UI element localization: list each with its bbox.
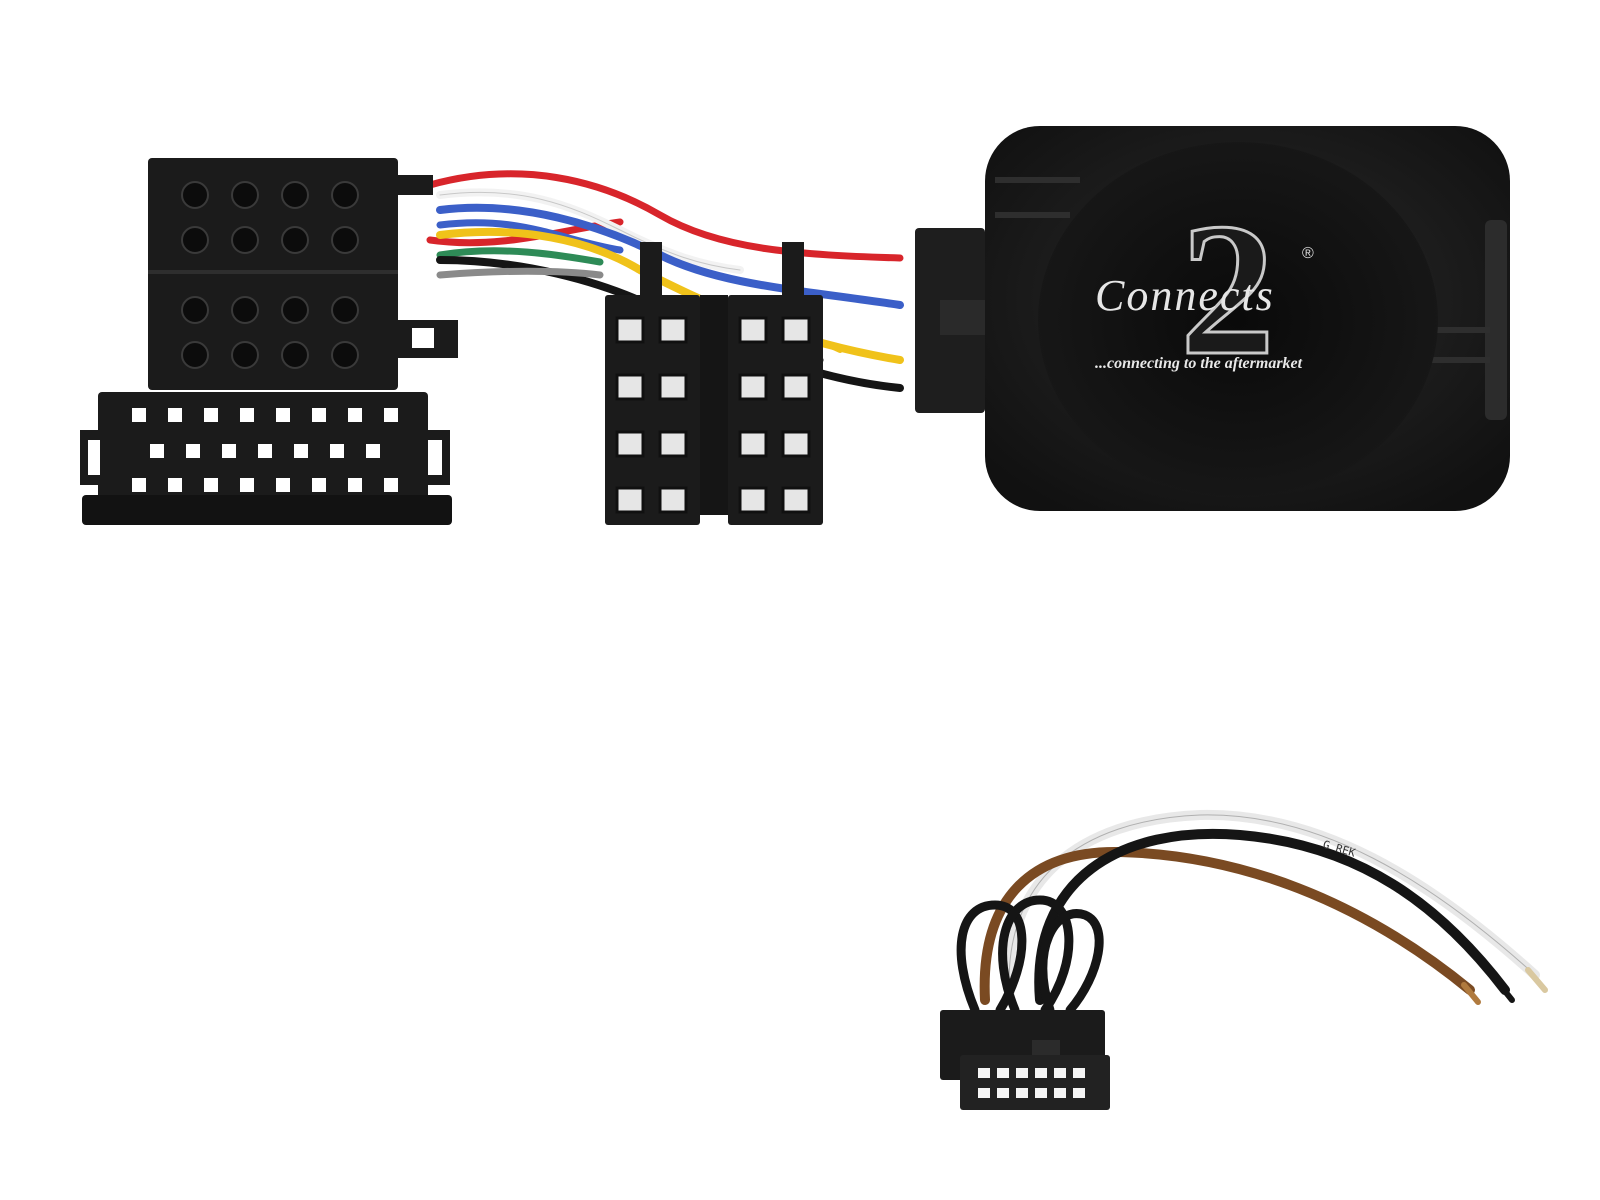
lead-loop-black-1 (956, 900, 1027, 1015)
tip-brown (1461, 982, 1481, 1005)
logo-disc (1038, 142, 1438, 498)
quadlock-pins-lower (181, 296, 359, 369)
registered-mark: ® (1302, 245, 1314, 262)
flat-connector-pins (132, 408, 398, 492)
quadlock-connector (80, 158, 458, 525)
patch-lead (956, 809, 1540, 1015)
brand-numeral: 2 (1179, 185, 1277, 395)
brand-name: Connects (1095, 271, 1275, 320)
wire-tips (1461, 967, 1548, 1005)
interface-box (915, 126, 1510, 511)
wire-grey (436, 267, 604, 279)
iso-pins-right (738, 316, 811, 514)
tip-black (1497, 982, 1515, 1003)
quadlock-pins-upper (181, 181, 359, 254)
lead-wire-black (1034, 828, 1510, 1005)
tip-white (1525, 967, 1548, 993)
lead-loop-black-2 (998, 895, 1074, 1015)
wire-red (426, 170, 904, 262)
wire-white-outline (439, 191, 741, 271)
micro-fit-connector (940, 1010, 1110, 1110)
iso-pins-left (615, 316, 688, 514)
wire-green (436, 247, 604, 266)
brand-tagline: ...connecting to the aftermarket (1095, 355, 1303, 372)
micro-fit-pins (978, 1068, 1085, 1098)
iso-connector-pair (605, 242, 823, 525)
brand-logo: 2 ® Connects ...connecting to the afterm… (1040, 194, 1440, 435)
lead-loop-black-3 (1038, 909, 1104, 1015)
wire-blue-2 (436, 219, 624, 254)
